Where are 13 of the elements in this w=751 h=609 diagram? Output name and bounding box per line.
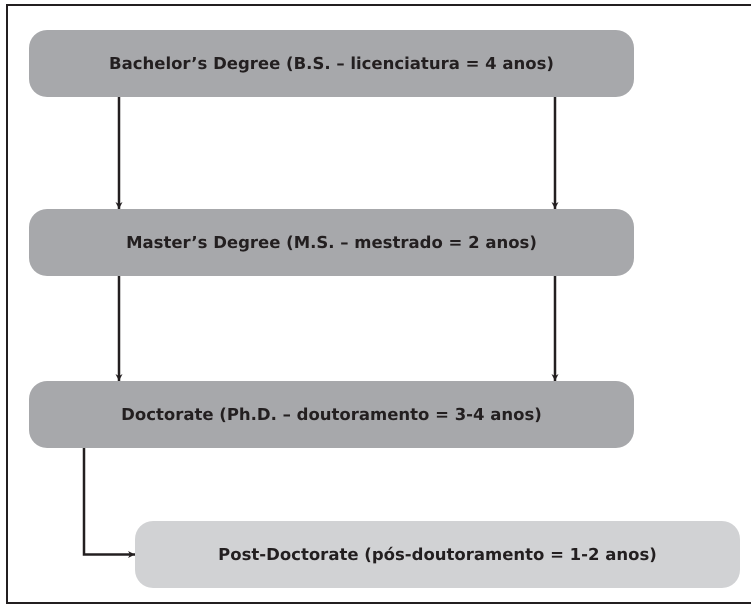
- degree-box: [29, 30, 634, 97]
- degree-label: Bachelor’s Degree (B.S. – licenciatura = 4 anos): [109, 54, 554, 73]
- arrow: [116, 97, 122, 209]
- arrow: [552, 276, 558, 381]
- arrow: [116, 276, 122, 381]
- degree-box: [29, 381, 634, 448]
- arrow: [82, 448, 135, 558]
- degree-label: Master’s Degree (M.S. – mestrado = 2 anos): [126, 233, 537, 252]
- arrow: [552, 97, 558, 209]
- degree-label: Post-Doctorate (pós-doutoramento = 1-2 anos): [218, 545, 657, 564]
- degree-box: [135, 521, 740, 588]
- degree-box: [29, 209, 634, 276]
- degree-label: Doctorate (Ph.D. – doutoramento = 3-4 anos): [121, 405, 542, 424]
